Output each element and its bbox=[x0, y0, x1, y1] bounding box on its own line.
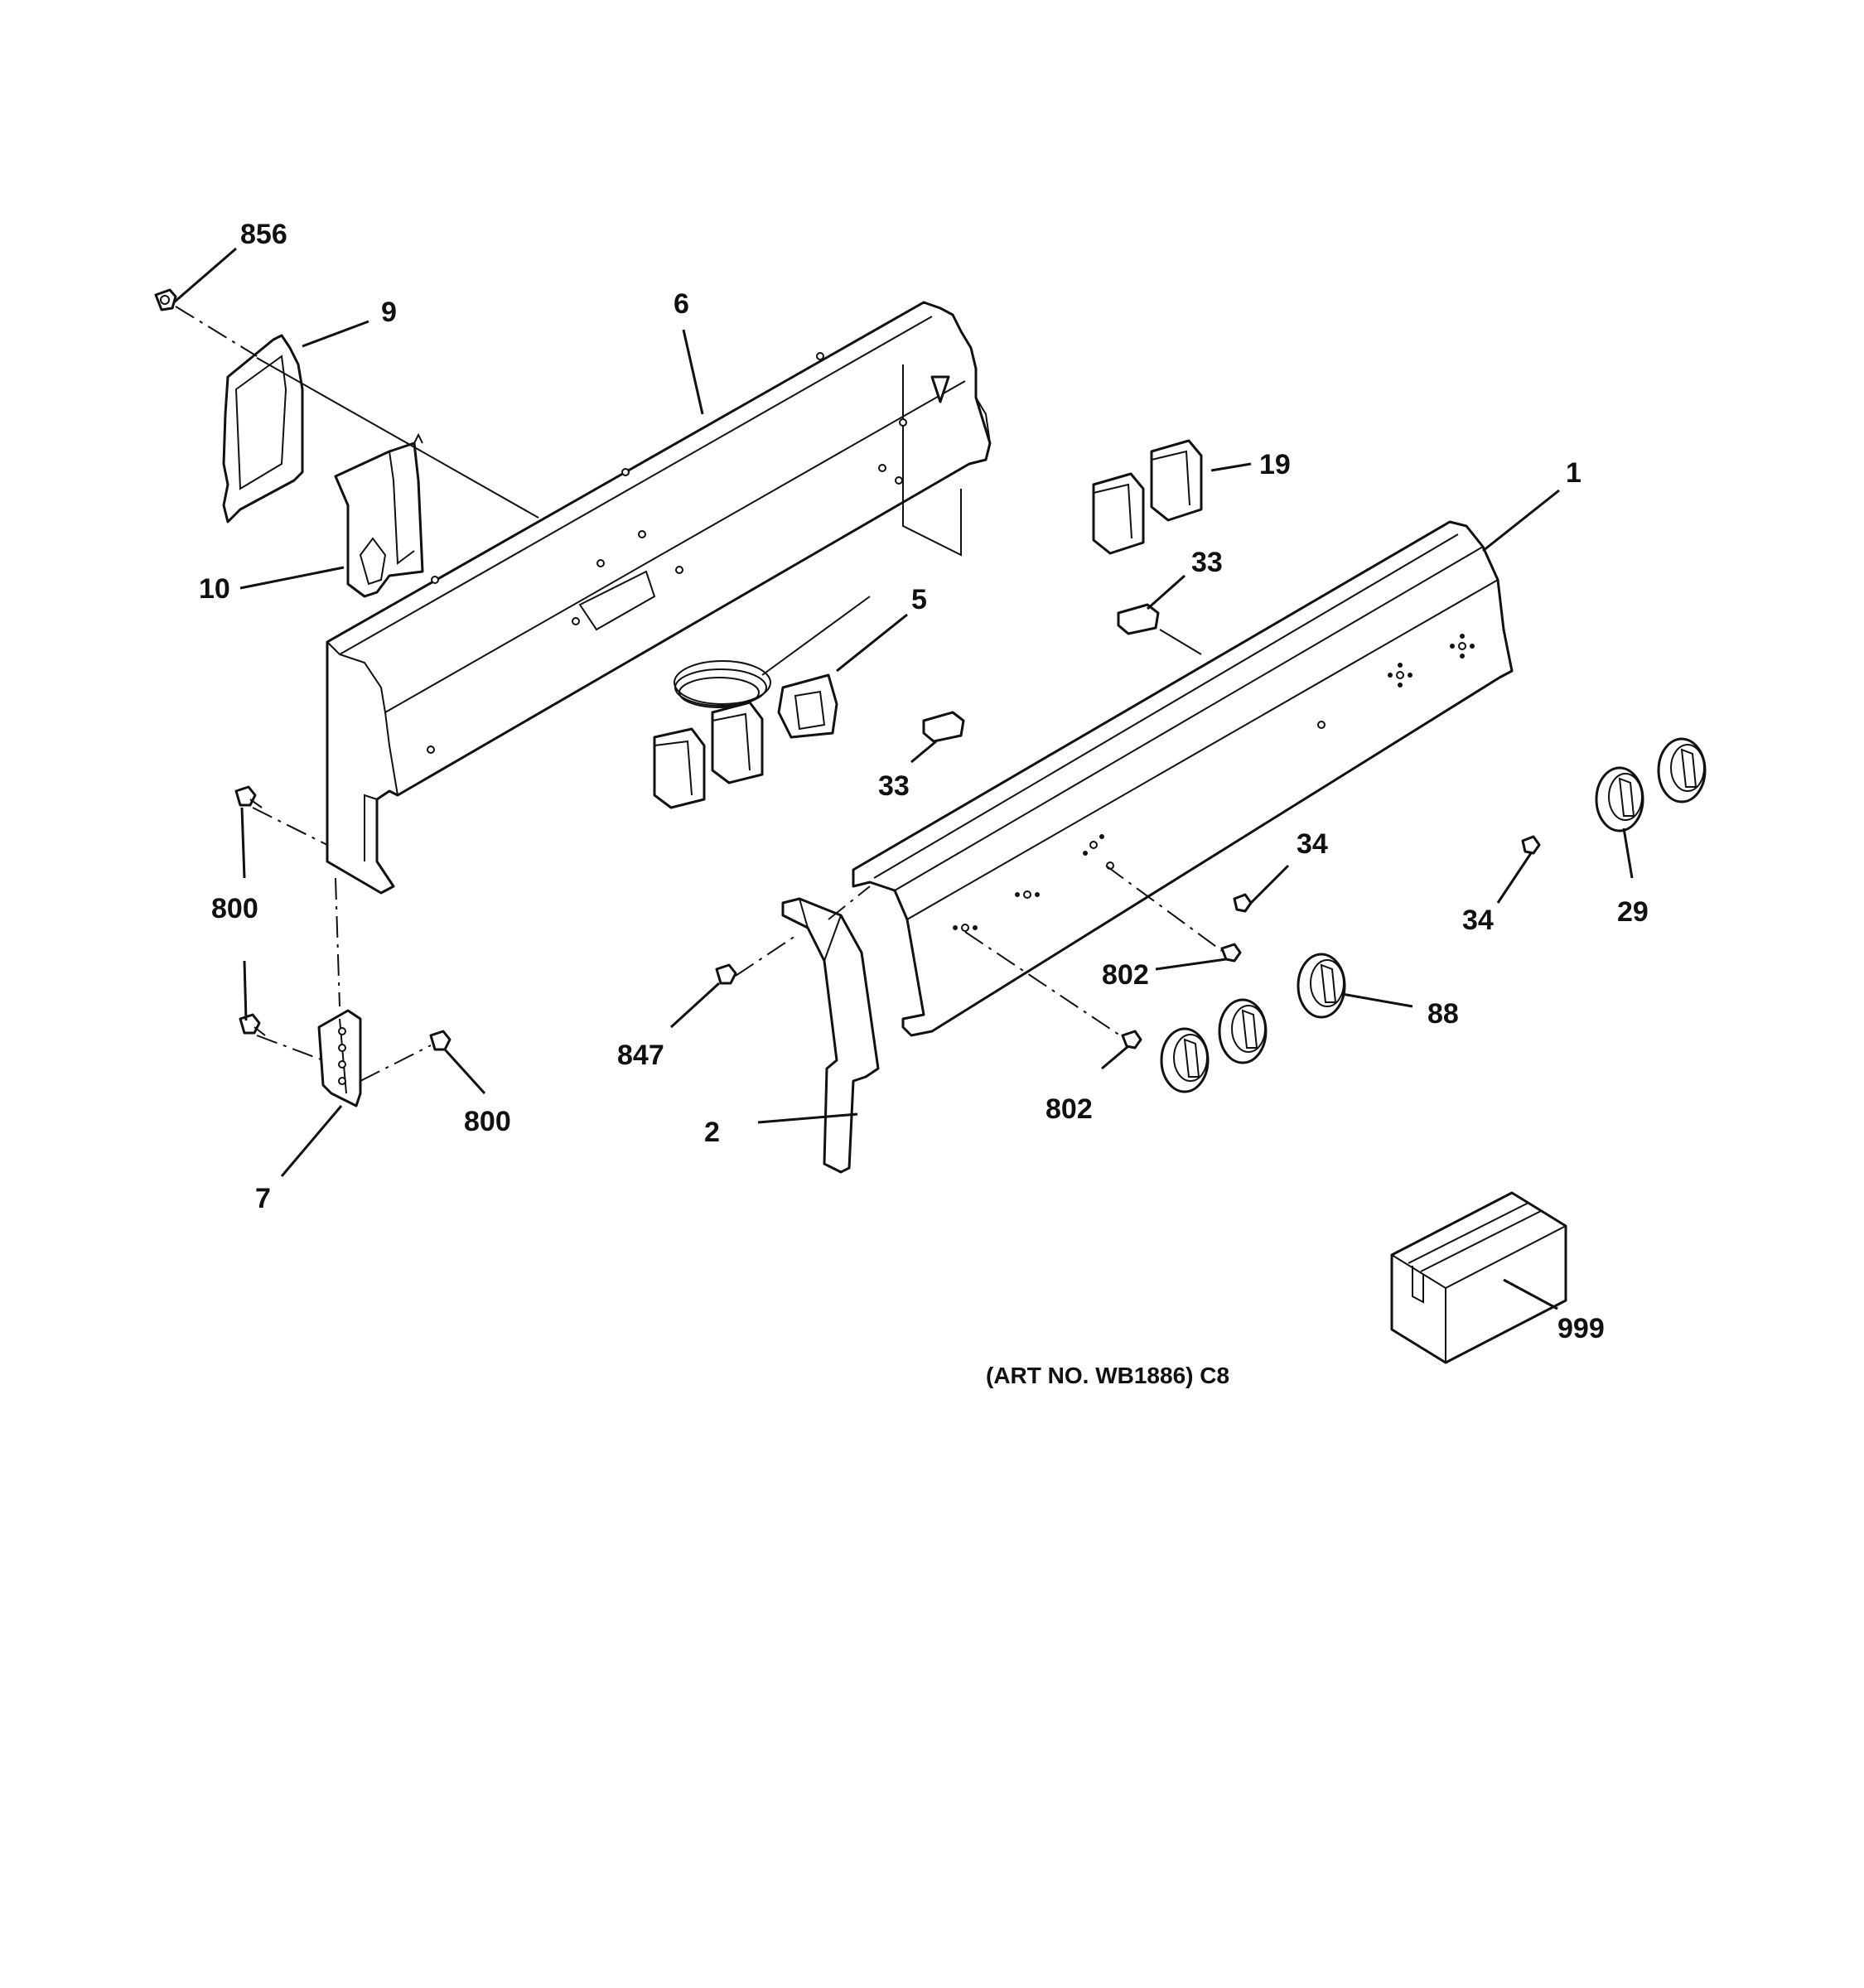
side-trim-part-2 bbox=[781, 897, 880, 1174]
rear-panel-part-6 bbox=[326, 301, 992, 895]
callout-800-upper: 800 bbox=[211, 893, 258, 924]
callout-10: 10 bbox=[199, 573, 230, 605]
assembly-line-9-6 bbox=[256, 357, 539, 519]
screw-part-847 bbox=[715, 963, 737, 985]
infinite-switch-part-19 bbox=[1092, 439, 1203, 555]
art-number-caption: (ART NO. WB1886) C8 bbox=[986, 1363, 1229, 1388]
callout-19: 19 bbox=[1259, 449, 1291, 480]
screw-part-802-lower bbox=[1121, 1030, 1142, 1049]
callout-6: 6 bbox=[674, 288, 689, 320]
callout-29: 29 bbox=[1617, 896, 1649, 928]
screw-part-800-lower bbox=[239, 1013, 266, 1036]
screw-part-802-upper bbox=[1220, 943, 1242, 963]
screw-part-856 bbox=[154, 288, 177, 311]
knob-left-2 bbox=[1218, 998, 1268, 1064]
switch-part-33-upper bbox=[1117, 603, 1160, 635]
assembly-line-856 bbox=[175, 306, 258, 357]
callout-34-left: 34 bbox=[1297, 828, 1328, 860]
callout-88: 88 bbox=[1427, 998, 1459, 1030]
spring-part-34-right bbox=[1521, 835, 1541, 855]
knob-part-88 bbox=[1297, 953, 1346, 1019]
callout-33-upper: 33 bbox=[1191, 547, 1223, 578]
thermostat-part-5 bbox=[674, 596, 871, 739]
literature-box-part-999 bbox=[1390, 1191, 1567, 1364]
callout-2: 2 bbox=[704, 1117, 720, 1148]
knob-left-1 bbox=[1160, 1027, 1210, 1093]
callout-34-right: 34 bbox=[1462, 905, 1494, 936]
callout-33-lower: 33 bbox=[878, 770, 910, 802]
bracket-part-9 bbox=[222, 334, 304, 524]
screw-part-800-upper bbox=[234, 785, 263, 808]
callout-800-right: 800 bbox=[464, 1106, 511, 1137]
callout-999: 999 bbox=[1557, 1313, 1605, 1344]
callout-7: 7 bbox=[255, 1183, 271, 1214]
knob-part-29-right bbox=[1657, 737, 1707, 803]
shield-part-10 bbox=[334, 432, 424, 598]
infinite-switch-left-1 bbox=[653, 727, 706, 809]
assembly-lines bbox=[252, 629, 1223, 1082]
switch-part-33-lower bbox=[922, 711, 965, 743]
panel-holes bbox=[953, 634, 1475, 932]
callout-802-lower: 802 bbox=[1045, 1093, 1093, 1125]
callout-847: 847 bbox=[617, 1040, 664, 1071]
callout-856: 856 bbox=[240, 219, 287, 250]
callout-1: 1 bbox=[1566, 457, 1582, 489]
front-panel-part-1 bbox=[852, 520, 1514, 1037]
infinite-switch-left-2 bbox=[711, 701, 764, 784]
screw-part-800-right bbox=[429, 1030, 452, 1051]
callout-5: 5 bbox=[911, 584, 927, 615]
leader-lines bbox=[173, 247, 1634, 1310]
spring-part-34-left bbox=[1233, 893, 1253, 913]
callout-802-upper: 802 bbox=[1102, 959, 1149, 991]
bracket-part-7 bbox=[317, 1009, 362, 1107]
callout-9: 9 bbox=[381, 297, 397, 328]
knob-part-29-left bbox=[1595, 766, 1644, 832]
